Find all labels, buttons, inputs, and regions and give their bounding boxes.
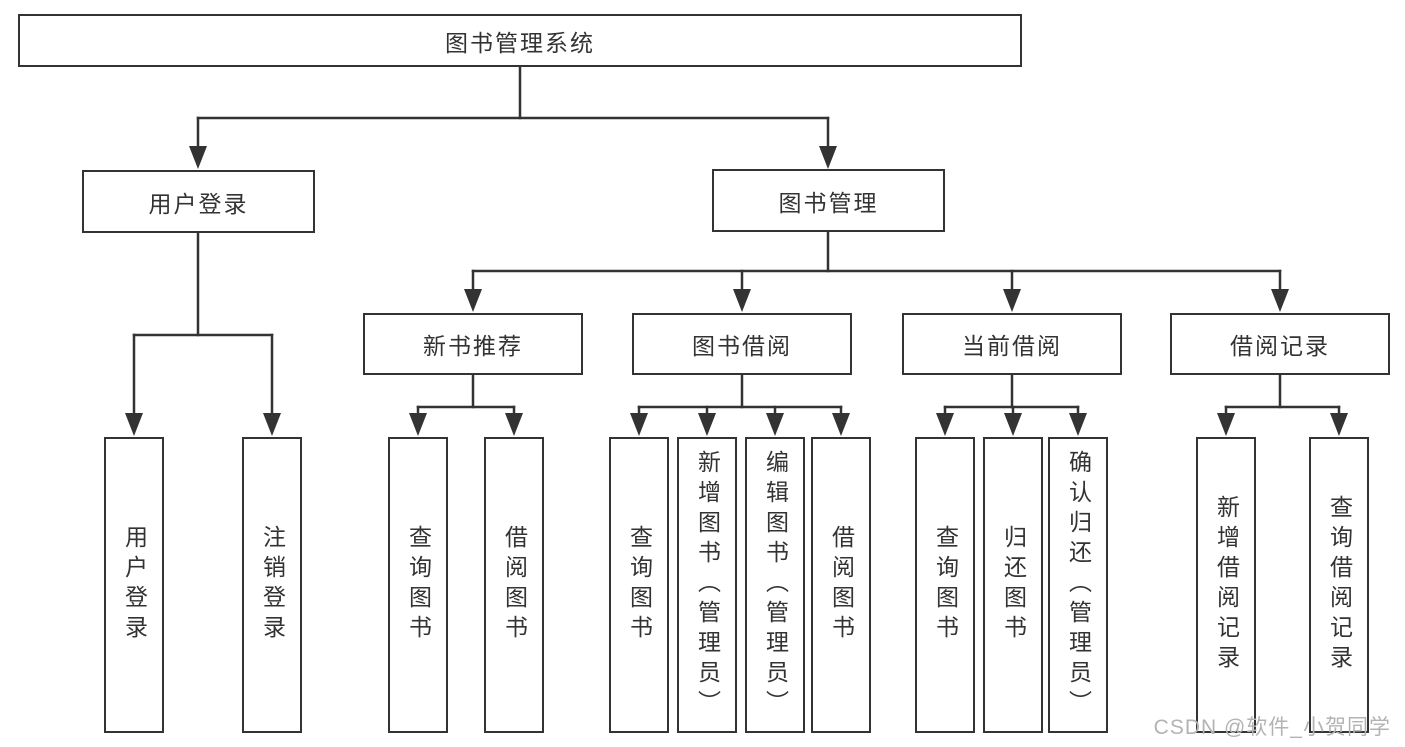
- node-user-login: 用户登录: [82, 170, 315, 233]
- leaf-confirm-return-admin: 确认归还（管理员）: [1048, 437, 1108, 733]
- csdn-watermark: CSDN @软件_小贺同学: [1153, 716, 1391, 739]
- leaf-return-books: 归还图书: [983, 437, 1043, 733]
- leaf-logout: 注销登录: [242, 437, 302, 733]
- node-library-management-system: 图书管理系统: [18, 14, 1022, 67]
- leaf-edit-books-admin: 编辑图书（管理员）: [745, 437, 805, 733]
- node-new-book-recommendation: 新书推荐: [363, 313, 583, 375]
- leaf-query-borrow-record: 查询借阅记录: [1309, 437, 1369, 733]
- leaf-borrow-books: 借阅图书: [811, 437, 871, 733]
- leaf-add-borrow-record: 新增借阅记录: [1196, 437, 1256, 733]
- leaf-add-books-admin: 新增图书（管理员）: [677, 437, 737, 733]
- leaf-query-books-recommend: 查询图书: [388, 437, 448, 733]
- node-current-borrowing: 当前借阅: [902, 313, 1122, 375]
- leaf-query-books-current: 查询图书: [915, 437, 975, 733]
- node-book-management: 图书管理: [712, 169, 945, 232]
- leaf-query-books-borrow: 查询图书: [609, 437, 669, 733]
- node-book-borrowing: 图书借阅: [632, 313, 852, 375]
- node-borrowing-records: 借阅记录: [1170, 313, 1390, 375]
- leaf-borrow-books-recommend: 借阅图书: [484, 437, 544, 733]
- leaf-user-login: 用户登录: [104, 437, 164, 733]
